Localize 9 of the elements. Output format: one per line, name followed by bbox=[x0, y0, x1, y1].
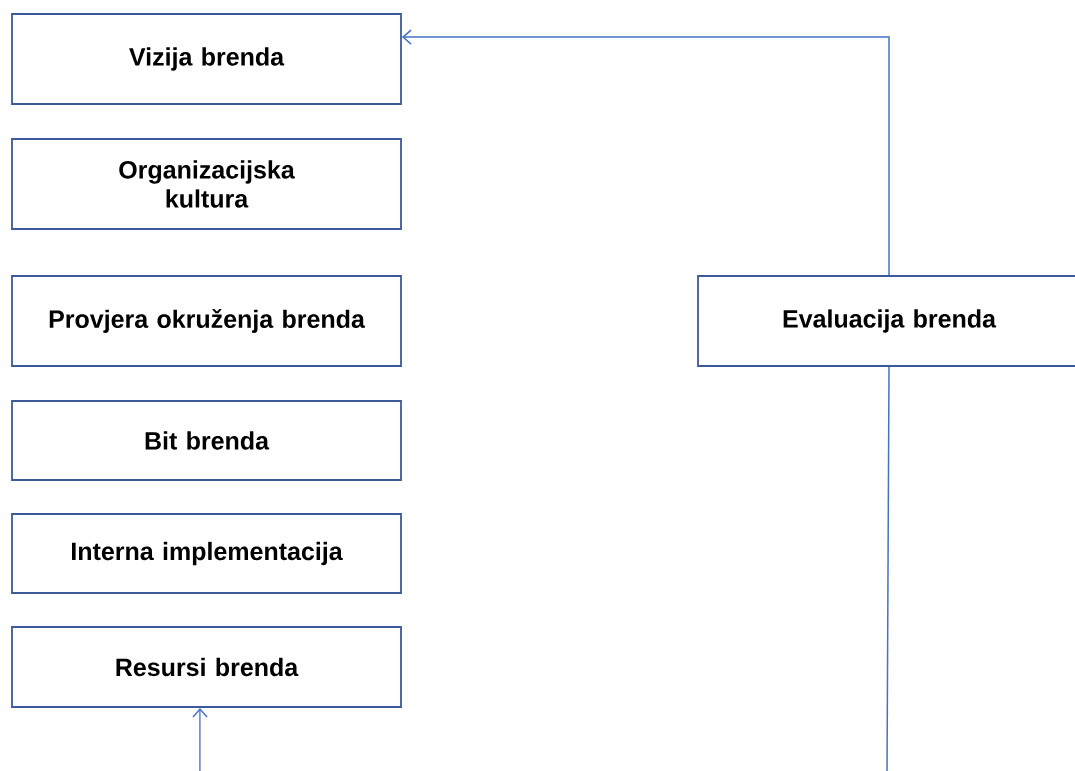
arrow bbox=[401, 29, 890, 276]
process-box: Vizija brenda bbox=[11, 13, 402, 105]
process-box: Evaluacija brenda bbox=[697, 275, 1075, 367]
process-box: Provjera okruženja brenda bbox=[11, 275, 402, 367]
process-box: Organizacijska kultura bbox=[11, 138, 402, 230]
arrow bbox=[192, 707, 208, 771]
process-box: Bit brenda bbox=[11, 400, 402, 481]
process-box: Interna implementacija bbox=[11, 513, 402, 594]
process-box: Resursi brenda bbox=[11, 626, 402, 708]
